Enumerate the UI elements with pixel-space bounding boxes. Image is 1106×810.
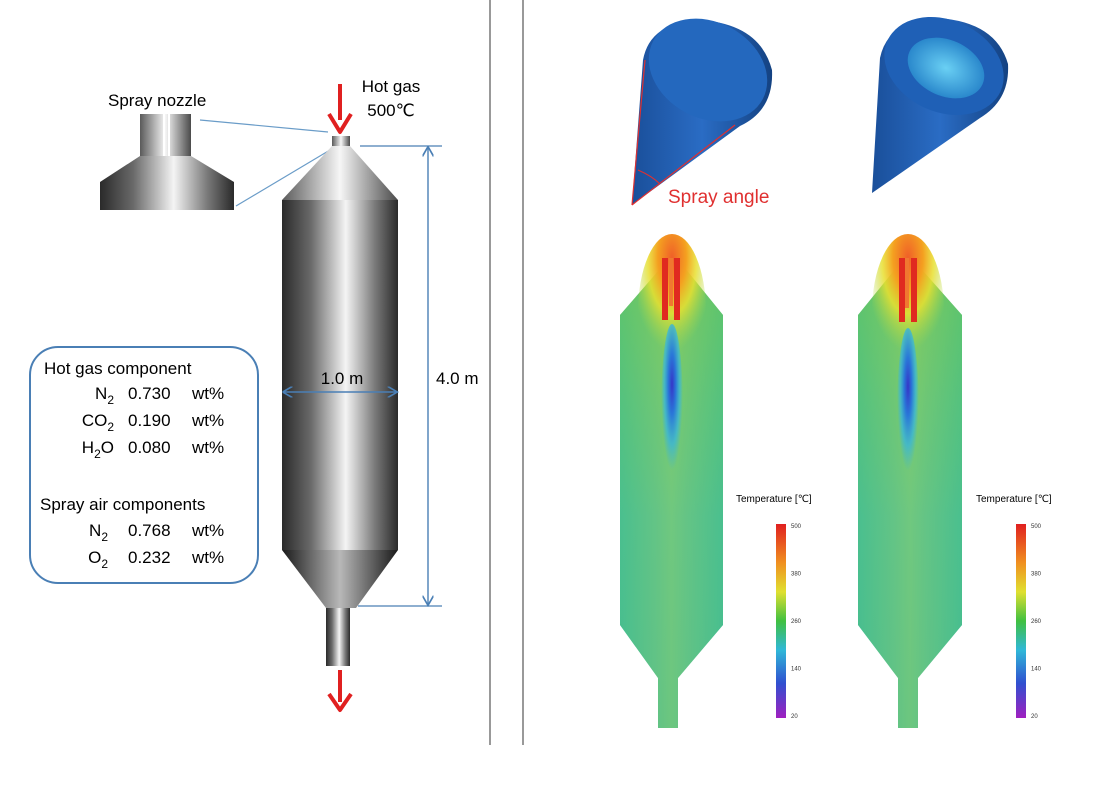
legend-tick-label: 380 <box>791 572 802 578</box>
component-value: 0.232 <box>128 548 171 567</box>
nozzle-callout-line-top <box>199 119 329 133</box>
legend-tick-label: 260 <box>791 619 802 625</box>
temperature-legend-1: Temperature [℃] 500 380 260 140 20 <box>736 494 812 720</box>
spray-angle-label: Spray angle <box>668 187 769 208</box>
spray-dryer-diagram: Hot gas 500℃ Spray nozzle 1.0 m <box>29 77 479 712</box>
legend-tick-label: 20 <box>1031 714 1038 720</box>
inlet-arrow-icon <box>327 84 353 134</box>
spray-air-components-title: Spray air components <box>40 495 205 514</box>
component-unit: wt% <box>191 411 224 430</box>
component-unit: wt% <box>191 521 224 540</box>
component-value: 0.190 <box>128 411 171 430</box>
component-value: 0.730 <box>128 384 171 403</box>
legend-tick-labels: 500 380 260 140 20 <box>791 524 802 720</box>
legend-tick-label: 260 <box>1031 619 1042 625</box>
legend-title: Temperature [℃] <box>736 494 812 505</box>
legend-tick-label: 500 <box>791 524 802 530</box>
component-formula: N2 <box>89 521 108 544</box>
legend-color-bar <box>776 524 786 718</box>
component-value: 0.768 <box>128 521 171 540</box>
component-unit: wt% <box>191 438 224 457</box>
diameter-label: 1.0 m <box>321 369 364 388</box>
temperature-field-solid-cone <box>620 234 723 728</box>
legend-tick-label: 140 <box>1031 667 1042 673</box>
hot-gas-component-title: Hot gas component <box>44 359 192 378</box>
component-formula: CO2 <box>82 411 115 434</box>
nozzle-callout-line-bottom <box>235 149 331 207</box>
legend-tick-label: 500 <box>1031 524 1042 530</box>
hot-gas-component-list: N2 0.730 wt% CO2 0.190 wt% H2O 0.080 wt% <box>82 384 224 461</box>
outlet-arrow-icon <box>327 670 353 712</box>
legend-tick-labels: 500 380 260 140 20 <box>1031 524 1042 720</box>
temperature-field-hollow-cone <box>858 234 962 728</box>
spray-angle-marker <box>631 59 736 206</box>
component-formula: O2 <box>88 548 108 571</box>
component-formula: H2O <box>82 438 114 461</box>
legend-color-bar <box>1016 524 1026 718</box>
component-value: 0.080 <box>128 438 171 457</box>
spray-nozzle-label: Spray nozzle <box>108 91 206 110</box>
solid-spray-cone-icon <box>632 18 773 205</box>
component-unit: wt% <box>191 548 224 567</box>
spray-nozzle-detail-icon <box>100 114 234 210</box>
hot-gas-temperature: 500℃ <box>367 101 414 120</box>
temperature-legend-2: Temperature [℃] 500 380 260 140 20 <box>976 494 1052 720</box>
components-box <box>29 346 259 584</box>
legend-tick-label: 380 <box>1031 572 1042 578</box>
legend-title: Temperature [℃] <box>976 494 1052 505</box>
legend-tick-label: 140 <box>791 667 802 673</box>
component-unit: wt% <box>191 384 224 403</box>
hollow-spray-cone-icon <box>872 16 1009 193</box>
component-formula: N2 <box>95 384 114 407</box>
height-label: 4.0 m <box>436 369 479 388</box>
vessel-body <box>282 136 398 666</box>
spray-air-component-list: N2 0.768 wt% O2 0.232 wt% <box>88 521 224 571</box>
hot-gas-label: Hot gas <box>362 77 421 96</box>
legend-tick-label: 20 <box>791 714 798 720</box>
